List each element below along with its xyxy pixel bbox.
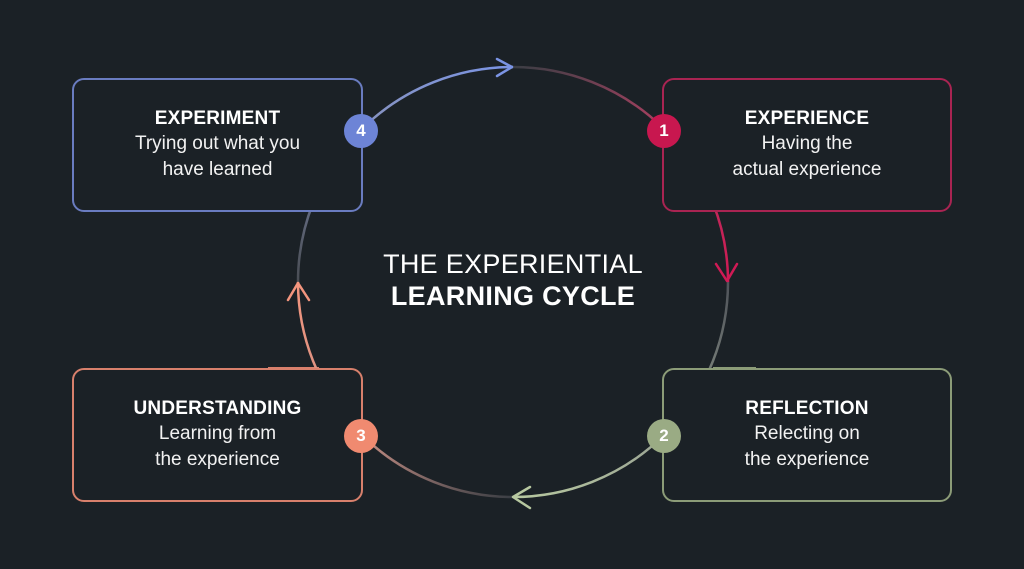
card-title: EXPERIMENT — [154, 108, 281, 129]
card-title: UNDERSTANDING — [133, 398, 302, 419]
diagram-title: THE EXPERIENTIAL LEARNING CYCLE — [313, 248, 713, 312]
card-title: EXPERIENCE — [744, 108, 870, 129]
step-badge-1: 1 — [647, 114, 681, 148]
card-title: REFLECTION — [745, 398, 869, 419]
step-badge-2: 2 — [647, 419, 681, 453]
arrow-right-icon — [495, 57, 514, 78]
card-understanding: UNDERSTANDING Learning from the experien… — [72, 368, 363, 502]
arrow-up-icon — [286, 281, 311, 302]
title-line2: LEARNING CYCLE — [390, 281, 636, 311]
card-experience: EXPERIENCE Having the actual experience — [662, 78, 952, 212]
card-desc-line2: the experience — [155, 449, 280, 470]
card-desc-line1: Trying out what you — [134, 133, 301, 154]
card-desc-line1: Relecting on — [754, 423, 860, 444]
arrow-down-icon — [714, 262, 739, 283]
title-line1: THE EXPERIENTIAL — [383, 249, 643, 279]
card-experiment: EXPERIMENT Trying out what you have lear… — [72, 78, 363, 212]
card-desc-line1: Having the — [761, 133, 853, 154]
step-badge-4: 4 — [344, 114, 378, 148]
arrow-left-icon — [511, 485, 532, 510]
card-desc-line2: have learned — [162, 159, 273, 180]
card-desc-line2: the experience — [744, 449, 870, 470]
card-reflection: REFLECTION Relecting on the experience — [662, 368, 952, 502]
step-badge-3: 3 — [344, 419, 378, 453]
card-desc-line2: actual experience — [732, 159, 882, 180]
card-desc-line1: Learning from — [158, 423, 277, 444]
